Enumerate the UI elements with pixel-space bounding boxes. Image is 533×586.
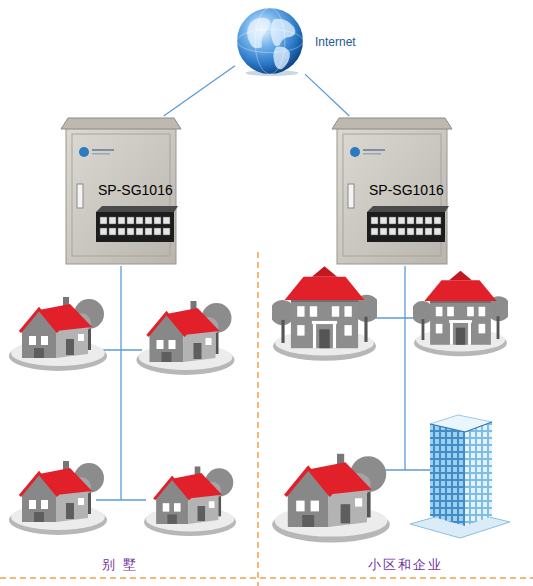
switch-port [136, 228, 143, 235]
logo-bar [92, 153, 110, 155]
switch-port [109, 228, 116, 235]
villa-house [137, 301, 235, 375]
residential-building [270, 266, 380, 361]
cabinet-body [66, 128, 176, 264]
switch-port [163, 228, 170, 235]
office-tower [410, 415, 510, 538]
switch-port [407, 228, 414, 235]
wire [404, 266, 405, 470]
divider-line [0, 577, 533, 579]
switch-body [367, 212, 445, 242]
globe-continent [273, 47, 290, 70]
switch-port [425, 217, 432, 224]
network-link [164, 66, 235, 116]
switch-port [118, 228, 125, 235]
logo-mark [350, 147, 360, 157]
device-model: SP-SG1016 [369, 182, 444, 198]
switch-cabinet: SP-SG1016 [60, 116, 182, 266]
divider-line [257, 252, 259, 586]
switch-port [398, 228, 405, 235]
switch-cabinet: SP-SG1016 [331, 116, 453, 266]
switch-port [371, 228, 378, 235]
network-link [305, 74, 349, 116]
switch-top [96, 206, 178, 212]
switch-port [398, 217, 405, 224]
residential-building [272, 454, 390, 543]
logo-bar [92, 149, 114, 151]
switch-port [118, 217, 125, 224]
switch-port [371, 217, 378, 224]
logo-mark [79, 147, 89, 157]
switch-port [136, 217, 143, 224]
network-label: Internet [315, 35, 356, 49]
globe-meridian [255, 8, 285, 74]
switch-port [389, 228, 396, 235]
globe-sphere [237, 8, 303, 74]
group-label: 小区和企业 [368, 556, 443, 574]
switch-port [416, 217, 423, 224]
group-label: 别 墅 [102, 556, 138, 574]
switch-port [127, 217, 134, 224]
wire [120, 266, 121, 500]
wire [96, 499, 146, 500]
villa-house [9, 461, 107, 535]
switch-port [154, 228, 161, 235]
logo-bar [363, 153, 381, 155]
switch-port [127, 228, 134, 235]
switch-port [416, 228, 423, 235]
cabinet-roof [332, 118, 452, 129]
cabinet-lock [348, 184, 354, 208]
switch-port [145, 228, 152, 235]
region-dividers [0, 252, 533, 586]
internet-globe: Internet [235, 5, 305, 77]
device-model: SP-SG1016 [98, 182, 173, 198]
switch-port [100, 217, 107, 224]
switch-port [425, 228, 432, 235]
switch-body [96, 212, 174, 242]
globe-parallel [237, 29, 303, 52]
globe-icon [235, 5, 305, 77]
villa-house [9, 297, 107, 371]
switch-port [380, 217, 387, 224]
switch-port [154, 217, 161, 224]
cabinet-roof [61, 118, 181, 129]
switch-port [100, 228, 107, 235]
switch-port [380, 228, 387, 235]
cabinet-body [337, 128, 447, 264]
wire [98, 349, 142, 350]
switch-port [407, 217, 414, 224]
switch-port [145, 217, 152, 224]
cabinet-lock [77, 184, 83, 208]
residential-building [411, 271, 511, 357]
switch-port [163, 217, 170, 224]
logo-bar [363, 149, 385, 151]
switch-port [434, 228, 441, 235]
switch-port [389, 217, 396, 224]
globe-continent [247, 18, 271, 49]
switch-port [109, 217, 116, 224]
villa-house [144, 466, 236, 536]
switch-top [367, 206, 449, 212]
switch-port [434, 217, 441, 224]
